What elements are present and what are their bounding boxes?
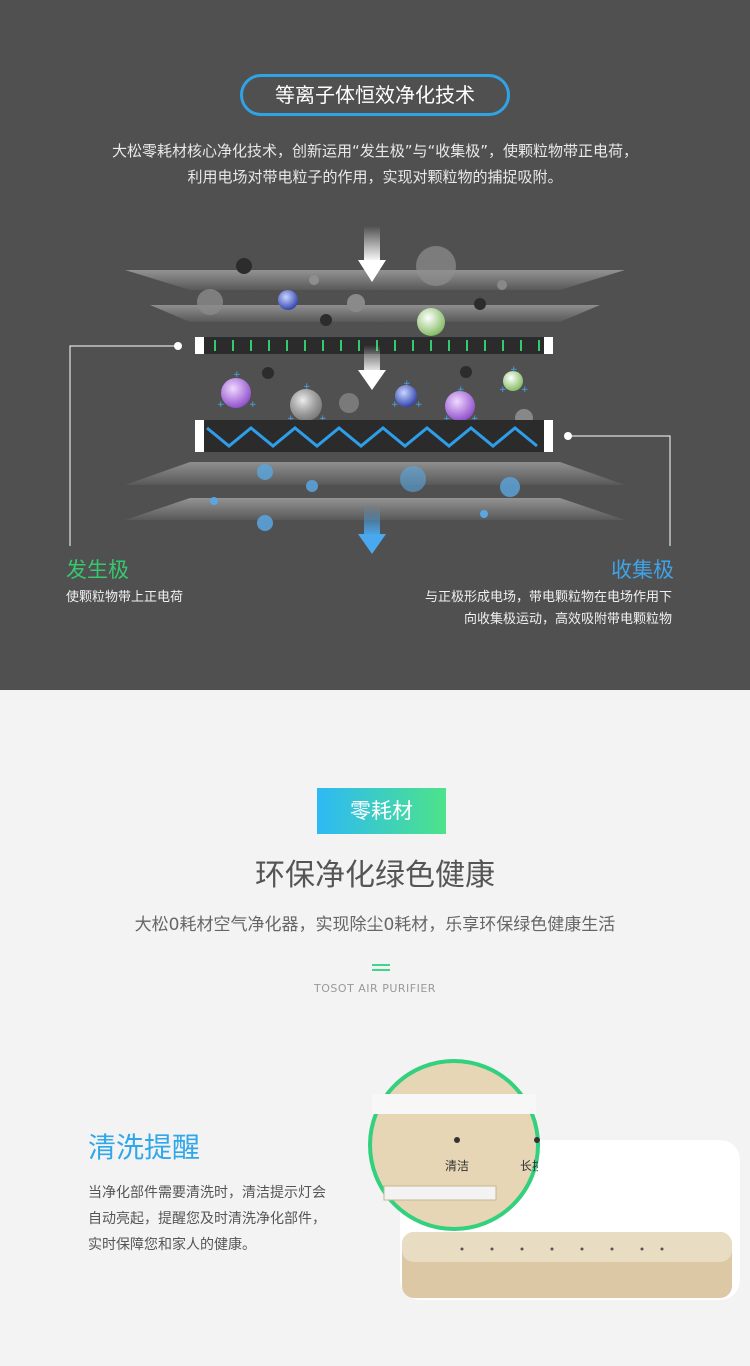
charged-particles bbox=[221, 366, 533, 427]
technology-title: 等离子体恒效净化技术 bbox=[240, 74, 510, 116]
plus-sign: + bbox=[510, 365, 518, 375]
emitter-desc: 使颗粒物带上正电荷 bbox=[66, 590, 184, 605]
intro-line-2: 利用电场对带电粒子的作用，实现对颗粒物的捕捉吸附。 bbox=[187, 168, 563, 186]
divider bbox=[372, 964, 390, 966]
section-subtext: 大松0耗材空气净化器，实现除尘0耗材，乐享环保绿色健康生活 bbox=[134, 915, 616, 935]
cleaning-reminder-title: 清洗提醒 bbox=[88, 1131, 201, 1164]
collector-desc-line-1: 与正极形成电场，带电颗粒物在电场作用下 bbox=[424, 590, 672, 605]
plus-sign: + bbox=[415, 400, 423, 410]
panel-indicator bbox=[610, 1247, 614, 1251]
collector-label: 收集极 bbox=[611, 558, 674, 582]
panel-indicator bbox=[640, 1247, 644, 1251]
panel-indicator bbox=[580, 1247, 584, 1251]
plus-sign: + bbox=[303, 382, 311, 392]
section-heading: 环保净化绿色健康 bbox=[255, 858, 495, 893]
plus-sign: + bbox=[391, 400, 399, 410]
zero-consumables-tag: 零耗材 bbox=[317, 788, 446, 834]
collector-desc-line-2: 向收集极运动，高效吸附带电颗粒物 bbox=[463, 612, 672, 627]
zoom-label-long-press: 长按 bbox=[520, 1159, 538, 1173]
plus-sign: + bbox=[233, 370, 241, 380]
plus-sign: + bbox=[521, 385, 529, 395]
plus-sign: + bbox=[471, 414, 479, 424]
plus-sign: + bbox=[443, 414, 451, 424]
zoom-lens bbox=[368, 1059, 540, 1231]
plus-sign: + bbox=[217, 400, 225, 410]
filter-layer bbox=[125, 462, 625, 485]
plus-sign: + bbox=[457, 385, 465, 395]
cleaning-reminder-desc: 当净化部件需要清洗时，清洁提示灯会自动亮起，提醒您及时清洗净化部件，实时保障您和… bbox=[88, 1185, 326, 1253]
panel-indicator bbox=[520, 1247, 524, 1251]
brand-label: TOSOT AIR PURIFIER bbox=[314, 982, 436, 995]
plus-sign: + bbox=[319, 414, 327, 424]
panel-indicator bbox=[490, 1247, 494, 1251]
plus-sign: + bbox=[403, 379, 411, 389]
zoom-label-clean: 清洁 bbox=[445, 1159, 470, 1173]
collector-zigzag bbox=[206, 426, 538, 448]
panel-indicator bbox=[460, 1247, 464, 1251]
filter-layer bbox=[150, 305, 600, 322]
plus-sign: + bbox=[249, 400, 257, 410]
panel-indicator bbox=[660, 1247, 664, 1251]
panel-indicator bbox=[550, 1247, 554, 1251]
plus-sign: + bbox=[499, 385, 507, 395]
plus-sign: + bbox=[287, 414, 295, 424]
divider bbox=[372, 969, 390, 971]
emitter-label: 发生极 bbox=[66, 558, 129, 582]
intro-line-1: 大松零耗材核心净化技术，创新运用“发生极”与“收集极”，使颗粒物带正电荷， bbox=[111, 142, 639, 160]
